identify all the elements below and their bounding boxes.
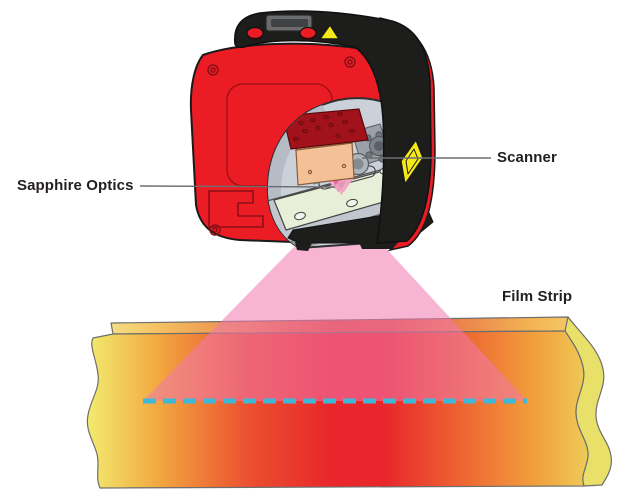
status-display-screen bbox=[271, 19, 308, 27]
sapphire-optics-label: Sapphire Optics bbox=[17, 177, 134, 194]
device-button-left bbox=[246, 26, 264, 40]
device-button-right bbox=[299, 26, 317, 40]
laser-warning-diamond-icon bbox=[400, 139, 424, 185]
pcb-board bbox=[282, 108, 369, 150]
scanner-label: Scanner bbox=[497, 149, 557, 166]
sapphire-optics-leader-line bbox=[139, 185, 336, 188]
scanner-device bbox=[189, 10, 436, 252]
device-side-panel bbox=[234, 10, 432, 244]
latch-step-detail bbox=[208, 190, 264, 228]
pcb-components bbox=[293, 111, 355, 142]
laser-beam bbox=[143, 243, 527, 401]
warning-triangle-icon bbox=[319, 24, 340, 40]
top-controls bbox=[246, 14, 340, 41]
screw-icon bbox=[207, 56, 356, 236]
film-strip-label: Film Strip bbox=[502, 288, 573, 305]
